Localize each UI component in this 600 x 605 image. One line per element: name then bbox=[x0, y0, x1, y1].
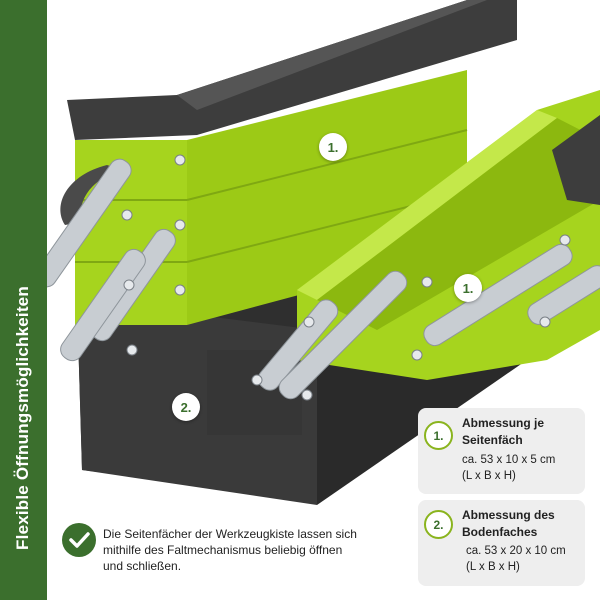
marker-bottom: 2. bbox=[172, 393, 200, 421]
spec-card-title-line2: Bodenfaches bbox=[462, 525, 538, 539]
spec-card-number: 2. bbox=[424, 510, 453, 539]
spec-card-dims: ca. 53 x 20 x 10 cm bbox=[466, 545, 566, 557]
bracket-4 bbox=[257, 299, 339, 391]
feature-note: Die Seitenfächer der Werkzeugkiste lasse… bbox=[103, 526, 403, 574]
spec-card-legend: (L x B x H) bbox=[462, 470, 516, 482]
sidebar-label: Flexible Öffnungsmöglichkeiten bbox=[13, 286, 32, 550]
marker-upper-tray: 1. bbox=[319, 133, 347, 161]
spec-card-side-compartment: 1. Abmessung je Seitenfäch ca. 53 x 10 x… bbox=[418, 408, 585, 494]
toolbox-illustration: 1. 1. 2. bbox=[34, 0, 600, 600]
tray-seam-1 bbox=[186, 129, 468, 201]
right-tray-rim bbox=[297, 110, 557, 300]
note-line-3: und schließen. bbox=[103, 559, 182, 573]
bracket-7 bbox=[527, 265, 600, 325]
sidebar-banner: Flexible Öffnungsmöglichkeiten bbox=[0, 0, 47, 600]
spec-card-title: Abmessung je Seitenfäch bbox=[462, 415, 544, 449]
bracket-5 bbox=[278, 270, 408, 400]
spec-card-title-line1: Abmessung des bbox=[462, 508, 555, 522]
spec-card-title-line2: Seitenfäch bbox=[462, 433, 523, 447]
marker-right-tray: 1. bbox=[454, 274, 482, 302]
bracket-rivets bbox=[121, 154, 571, 401]
bracket-6 bbox=[423, 243, 573, 347]
spec-card-title-line1: Abmessung je bbox=[462, 416, 545, 430]
checkmark-icon bbox=[62, 523, 96, 557]
spec-card-legend: (L x B x H) bbox=[466, 561, 520, 573]
note-line-1: Die Seitenfächer der Werkzeugkiste lasse… bbox=[103, 527, 357, 541]
lid-highlight bbox=[177, 0, 487, 110]
spec-card-bottom-compartment: 2. Abmessung des Bodenfaches ca. 53 x 20… bbox=[418, 500, 585, 586]
bracket-3 bbox=[60, 248, 146, 362]
note-line-2: mithilfe des Faltmechanismus beliebig öf… bbox=[103, 543, 343, 557]
right-tray-lid bbox=[552, 115, 600, 205]
checkmark-svg bbox=[69, 532, 90, 548]
spec-card-title: Abmessung des Bodenfaches bbox=[462, 507, 555, 541]
toolbox-handle bbox=[60, 165, 122, 225]
spec-card-dims: ca. 53 x 10 x 5 cm bbox=[462, 454, 556, 466]
spec-card-number: 1. bbox=[424, 421, 453, 450]
